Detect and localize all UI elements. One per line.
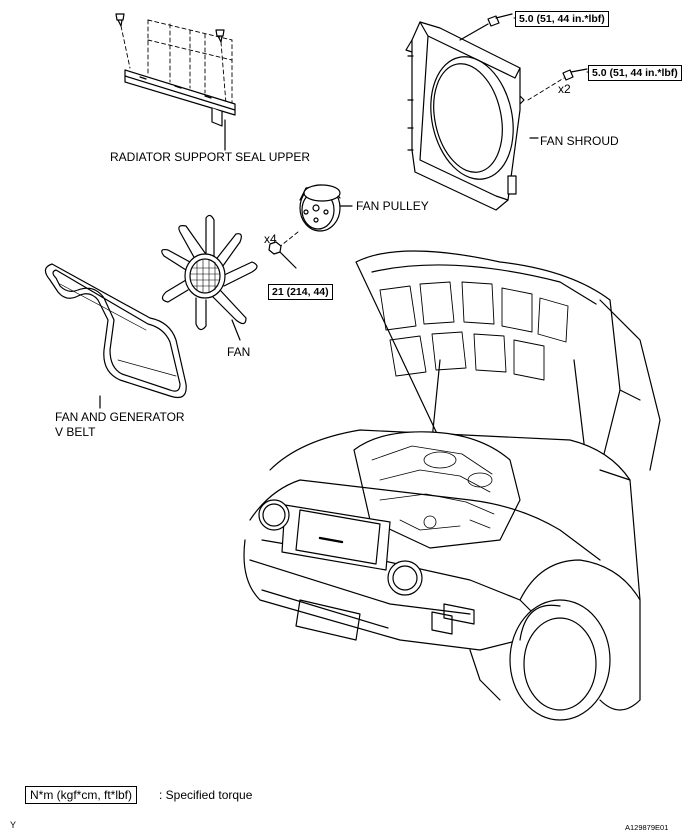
legend-torque-unit-box: N*m (kgf*cm, ft*lbf)	[25, 786, 138, 804]
label-v-belt-line1: FAN AND GENERATOR	[55, 410, 185, 424]
legend-torque-description: : Specified torque	[159, 788, 253, 802]
radiator-support-seal-upper-drawing	[115, 13, 236, 151]
v-belt-drawing	[44, 263, 187, 409]
torque-shroud-side-bolt: 5.0 (51, 44 in.*lbf)	[588, 65, 682, 81]
fan-shroud-drawing	[405, 13, 588, 211]
footer-left-code: Y	[10, 820, 17, 830]
torque-fan-pulley-nut: 21 (214, 44)	[268, 284, 333, 300]
qty-shroud-bolts: x2	[558, 82, 571, 96]
label-radiator-support-seal-upper: RADIATOR SUPPORT SEAL UPPER	[110, 150, 311, 164]
vehicle-engine-bay-drawing	[243, 250, 661, 721]
torque-shroud-top-bolt: 5.0 (51, 44 in.*lbf)	[515, 11, 609, 27]
fan-pulley-drawing	[268, 184, 353, 269]
figure-id: A129879E01	[625, 823, 669, 832]
label-fan: FAN	[227, 345, 251, 359]
label-v-belt-line2: V BELT	[55, 425, 96, 439]
label-fan-pulley: FAN PULLEY	[356, 199, 429, 213]
cooling-fan-drawing	[161, 214, 258, 341]
label-fan-shroud: FAN SHROUD	[540, 134, 619, 148]
qty-pulley-nuts: x4	[264, 232, 277, 246]
